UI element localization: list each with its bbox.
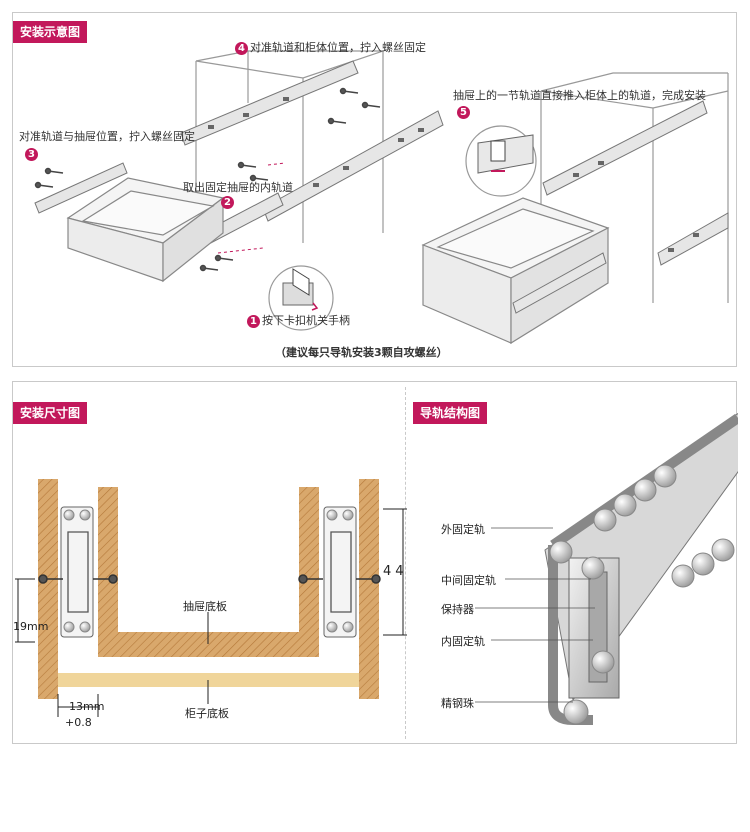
step4-text: 对准轨道和柜体位置，拧入螺丝固定: [250, 41, 426, 54]
step2-label: 取出固定抽屉的内轨道: [183, 181, 293, 194]
dim-19: 19mm: [13, 620, 49, 633]
step1-text: 按下卡扣机关手柄: [262, 314, 350, 327]
inner-rail-label: 内固定轨: [441, 635, 485, 648]
step3-label: 对准轨道与抽屉位置，拧入螺丝固定: [19, 130, 195, 143]
outer-rail-label: 外固定轨: [441, 523, 485, 536]
step5-label: 抽屉上的一节轨道直接推入柜体上的轨道，完成安装: [453, 89, 706, 102]
structure-title: 导轨结构图: [413, 402, 488, 424]
dim-tolerance: +0.8: [65, 716, 92, 729]
step3-number-wrap: 3: [25, 147, 40, 161]
bottom-panel: 安装尺寸图 导轨结构图 抽屉底板 柜子底板 19mm 13mm +0.8 44 …: [12, 381, 738, 744]
install-title: 安装示意图: [13, 21, 88, 43]
step2-number: 2: [221, 195, 234, 209]
middle-rail-label: 中间固定轨: [441, 574, 496, 587]
step3-number: 3: [25, 147, 38, 161]
install-illustration: [34, 50, 729, 345]
step3-text: 对准轨道与抽屉位置，拧入螺丝固定: [19, 130, 195, 143]
steel-ball-label: 精钢珠: [441, 697, 474, 710]
drawer-bottom-label: 抽屉底板: [183, 600, 227, 613]
size-title: 安装尺寸图: [13, 402, 88, 424]
step4-number: 4: [235, 41, 248, 55]
step5-text: 抽屉上的一节轨道直接推入柜体上的轨道，完成安装: [453, 89, 706, 102]
size-diagram: [15, 412, 738, 725]
dim-13: 13mm: [69, 700, 105, 713]
step1-number: 1: [247, 314, 260, 328]
cabinet-bottom-label: 柜子底板: [185, 707, 229, 720]
retainer-label: 保持器: [441, 603, 474, 616]
step2-text: 取出固定抽屉的内轨道: [183, 181, 293, 194]
step2-number-wrap: 2: [221, 195, 236, 209]
step5-number: 5: [457, 105, 470, 119]
install-note: （建议每只导轨安装3颗自攻螺丝）: [275, 346, 448, 359]
step5-number-wrap: 5: [457, 105, 472, 119]
panel-divider: [405, 387, 406, 739]
dim-44: 44: [383, 564, 408, 579]
